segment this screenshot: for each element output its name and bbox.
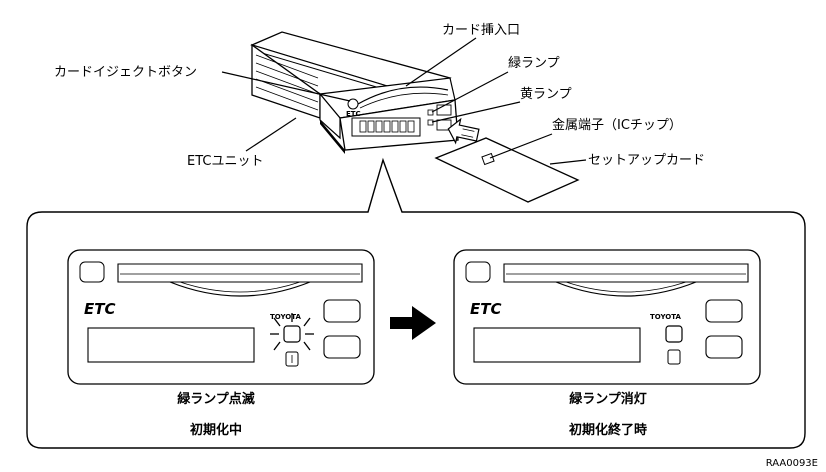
callouts: カード挿入口 カードイジェクトボタン 緑ランプ 黄ランプ 金属端子（ICチップ）… [54,23,705,169]
label-yellow-lamp: 黄ランプ [520,87,572,102]
insert-arrow [447,117,480,145]
mini-etc-logo: ETC [346,110,361,118]
left-status: 初期化中 [190,422,242,438]
etc-logo: ETC [84,300,116,318]
label-ic-terminal: 金属端子（ICチップ） [552,117,682,133]
label-card-slot: カード挿入口 [442,23,520,38]
brand-label: TOYOTA [270,313,301,321]
brand-label: TOYOTA [650,313,681,321]
transition-arrow [390,306,436,340]
left-lamp-state: 緑ランプ点滅 [177,391,255,407]
label-setup-card: セットアップカード [588,153,705,168]
panel-left-blinking: ETC TOYOTA 緑ランプ点滅 初期化中 [67,249,375,438]
mini-green-lamp [427,109,434,116]
label-green-lamp: 緑ランプ [508,56,560,71]
display-window [87,327,255,363]
panel-right-off: ETC TOYOTA 緑ランプ消灯 初期化終了時 [453,249,761,438]
mini-yellow-lamp [427,119,434,126]
green-lamp-off [665,325,683,343]
blink-rays [270,313,314,351]
figure-code: RAA0093E [766,458,818,469]
display-window [473,327,641,363]
right-status: 初期化終了時 [569,422,647,438]
label-etc-unit: ETCユニット [187,154,263,169]
right-lamp-state: 緑ランプ消灯 [569,391,647,407]
green-lamp-blinking [283,325,301,343]
setup-card-drawing [434,137,580,203]
label-eject-button: カードイジェクトボタン [54,65,197,80]
display-segments [359,120,415,133]
etc-logo: ETC [470,300,502,318]
etc-unit-drawing: ETC [250,31,459,154]
